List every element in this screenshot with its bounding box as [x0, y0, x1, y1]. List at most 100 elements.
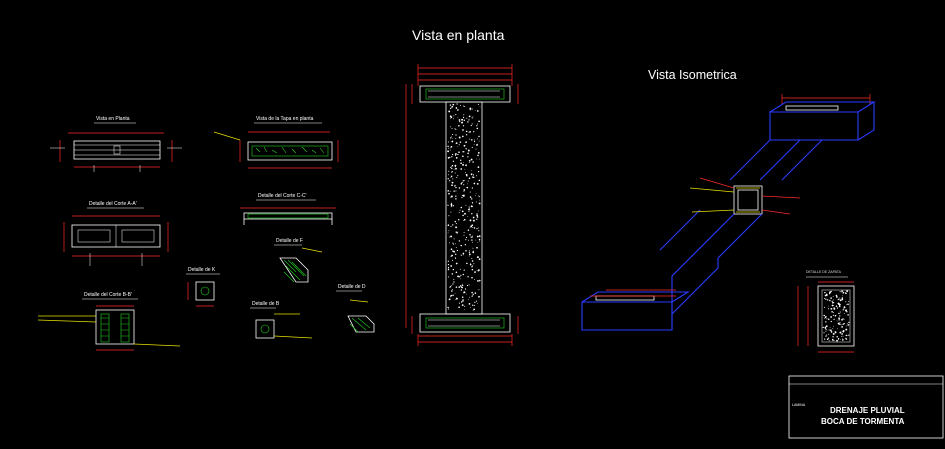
- hatch-dot: [476, 158, 478, 160]
- hatch-dot: [832, 312, 834, 314]
- hatch-dot: [472, 116, 474, 118]
- hatch-dot: [447, 264, 450, 266]
- hatch-dot: [455, 107, 458, 109]
- hatch-dot: [471, 146, 473, 148]
- hatch-dot: [846, 290, 849, 293]
- hatch-dot: [843, 312, 845, 314]
- hatch-dot: [462, 151, 465, 153]
- hatch-dot: [462, 105, 464, 107]
- hatch-dot: [458, 144, 460, 146]
- hatch-dot: [473, 227, 476, 229]
- hatch-dot: [449, 107, 452, 110]
- hatch-dot: [470, 158, 473, 161]
- hatch-dot: [825, 298, 827, 300]
- hatch-dot: [839, 321, 841, 323]
- hatch-dot: [447, 260, 449, 262]
- title-block-label: LAMINA: [792, 403, 806, 407]
- hatch-dot: [449, 115, 452, 118]
- hatch-dot: [479, 199, 480, 201]
- hatch-dot: [451, 195, 453, 197]
- hatch-dot: [458, 306, 460, 309]
- hatch-dot: [837, 302, 840, 305]
- hatch-dot: [471, 266, 473, 268]
- hatch-dot: [447, 268, 450, 271]
- hatch-dot: [472, 226, 474, 228]
- isometric-drawing: [581, 94, 876, 331]
- hatch-dot: [461, 210, 464, 213]
- detail-title-f: Detalle de F: [276, 238, 303, 244]
- hatch-dot: [824, 292, 826, 294]
- hatch-dot: [451, 181, 454, 184]
- hatch-dot: [476, 182, 479, 185]
- hatch-dot: [451, 254, 453, 257]
- hatch-dot: [830, 290, 832, 292]
- hatch-dot: [455, 297, 458, 300]
- hatch-dot: [841, 295, 843, 297]
- hatch-dot: [467, 239, 469, 241]
- hatch-dot: [455, 262, 458, 265]
- hatch-dot: [475, 239, 477, 241]
- hatch-dot: [826, 326, 827, 328]
- hatch-dot: [828, 340, 830, 342]
- hatch-dot: [833, 326, 834, 328]
- hatch-dot: [476, 256, 479, 259]
- hatch-dot: [477, 103, 479, 105]
- hatch-dot: [469, 130, 471, 133]
- hatch-dot: [833, 302, 835, 304]
- hatch-dot: [458, 240, 461, 242]
- hatch-dot: [835, 305, 838, 307]
- hatch-dot: [456, 176, 458, 178]
- hatch-dot: [463, 235, 465, 237]
- hatch-dot: [451, 184, 453, 187]
- hatch-dot: [447, 306, 449, 309]
- hatch-dot: [447, 204, 449, 206]
- hatch-dot: [465, 130, 468, 133]
- hatch-dot: [458, 219, 460, 221]
- hatch-dot: [478, 195, 480, 197]
- hatch-dot: [471, 117, 473, 119]
- hatch-dot: [469, 296, 471, 298]
- hatch-dot: [848, 321, 850, 324]
- hatch-dot: [834, 340, 835, 341]
- hatch-dot: [471, 224, 474, 227]
- column-concrete-hatch: [447, 103, 481, 311]
- hatch-dot: [836, 320, 838, 322]
- hatch-dot: [468, 298, 469, 300]
- hatch-dot: [463, 220, 465, 222]
- hatch-dot: [845, 334, 848, 337]
- hatch-dot: [450, 137, 452, 139]
- hatch-dot: [834, 331, 837, 334]
- hatch-dot: [472, 161, 474, 163]
- hatch-dot: [449, 242, 450, 244]
- hatch-dot: [450, 176, 452, 178]
- hatch-dot: [449, 126, 451, 128]
- hatch-dot: [845, 309, 847, 312]
- hatch-dot: [457, 231, 459, 233]
- hatch-dot: [463, 309, 465, 310]
- hatch-dot: [478, 289, 480, 291]
- hatch-dot: [450, 117, 452, 119]
- hatch-dot: [455, 223, 457, 225]
- hatch-dot: [472, 309, 474, 311]
- hatch-dot: [447, 190, 449, 192]
- hatch-dot: [461, 304, 464, 306]
- hatch-dot: [451, 165, 454, 167]
- hatch-dot: [477, 152, 480, 154]
- hatch-dot: [468, 159, 471, 162]
- hatch-dot: [452, 160, 455, 162]
- hatch-dot: [845, 328, 848, 331]
- hatch-dot: [478, 238, 481, 241]
- hatch-dot: [447, 178, 449, 180]
- hatch-dot: [845, 309, 847, 311]
- hatch-dot: [826, 299, 829, 301]
- hatch-dot: [452, 134, 454, 136]
- hatch-dot: [469, 108, 471, 111]
- hatch-dot: [838, 305, 841, 308]
- hatch-dot: [831, 338, 834, 341]
- hatch-dot: [469, 107, 472, 110]
- hatch-dot: [466, 186, 469, 189]
- hatch-dot: [840, 339, 841, 341]
- hatch-dot: [471, 276, 473, 279]
- hatch-dot: [465, 293, 467, 295]
- hatch-dot: [461, 181, 463, 184]
